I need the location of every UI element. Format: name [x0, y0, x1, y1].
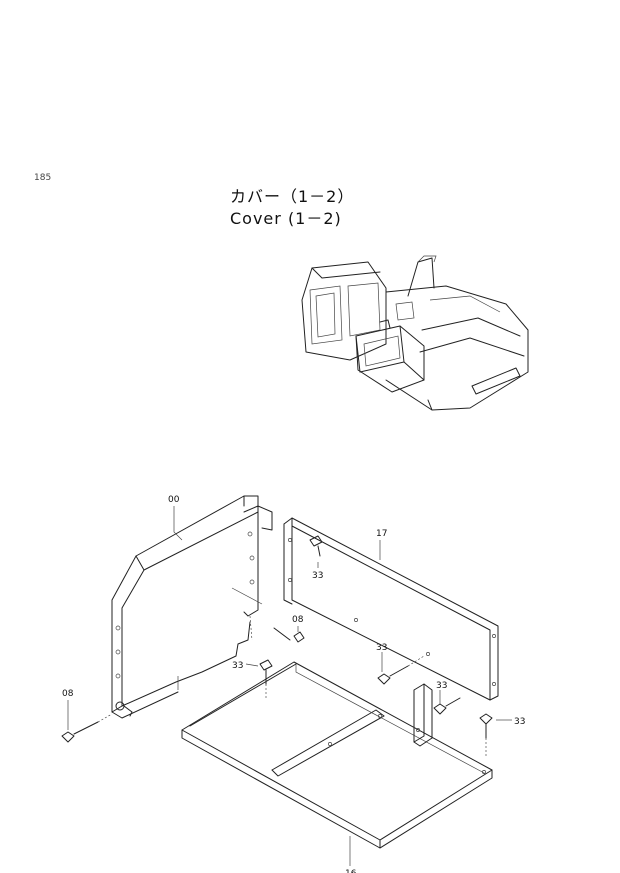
bolt-33-d — [433, 697, 461, 715]
bolt-08-a — [273, 627, 305, 643]
bolt-33-e — [479, 713, 493, 756]
callout-33-a: 33 — [312, 571, 323, 581]
callout-08-a: 08 — [292, 615, 304, 625]
title-block: カバー（1－2） Cover (1－2) — [230, 186, 430, 230]
frame-part-00 — [111, 495, 273, 719]
title-japanese: カバー（1－2） — [230, 187, 355, 206]
floor-tray-part-16 — [181, 661, 493, 849]
callout-33-d: 33 — [436, 681, 447, 691]
callouts: 00 17 33 08 33 33 08 33 33 16 — [62, 495, 525, 873]
title-english: Cover (1－2) — [230, 209, 342, 228]
bolt-33-c — [377, 655, 425, 685]
callout-17: 17 — [376, 529, 387, 539]
back-panel-part-17 — [283, 517, 499, 701]
callout-33-c: 33 — [232, 661, 243, 671]
bolt-08-b — [61, 713, 113, 743]
callout-16: 16 — [345, 869, 357, 873]
bolt-group — [61, 535, 493, 756]
leader-lines — [67, 506, 512, 866]
callout-33-b: 33 — [376, 643, 387, 653]
page-number: 185 — [34, 173, 52, 183]
callout-00: 00 — [168, 495, 180, 505]
callout-08-b: 08 — [62, 689, 74, 699]
callout-33-e: 33 — [514, 717, 525, 727]
excavator-overview — [301, 255, 529, 411]
bolt-33-a — [309, 535, 323, 557]
bolt-33-b — [259, 659, 273, 698]
